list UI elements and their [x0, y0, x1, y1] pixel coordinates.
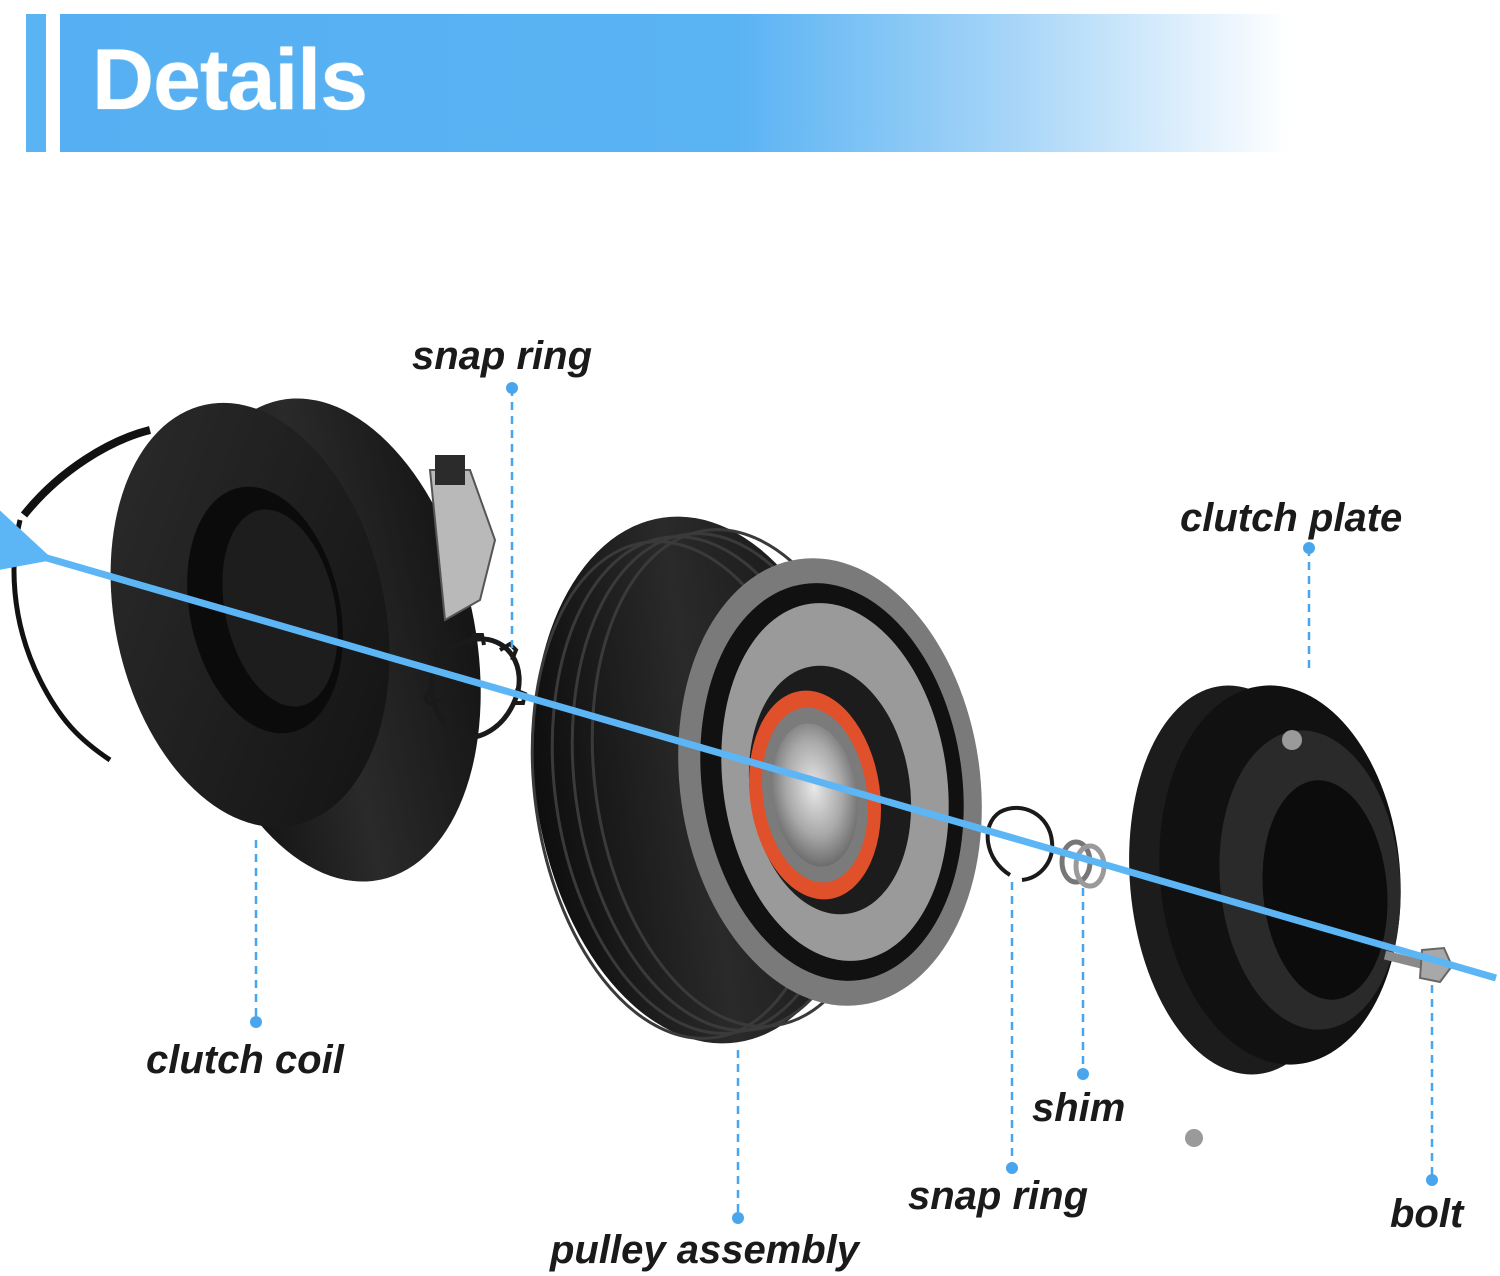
leader-dot-shim — [1077, 1068, 1089, 1080]
leader-dot-pulley-assembly — [732, 1212, 744, 1224]
label-snap-ring-bottom: snap ring — [908, 1174, 1089, 1218]
clutch-coil — [11, 398, 497, 882]
header-accent-bar — [26, 14, 46, 152]
leader-dot-clutch-coil — [250, 1016, 262, 1028]
page-title: Details — [92, 32, 368, 128]
label-bolt: bolt — [1390, 1192, 1464, 1236]
clutch-plate — [1129, 685, 1401, 1147]
label-snap-ring-top: snap ring — [412, 334, 593, 378]
label-pulley-assembly: pulley assembly — [550, 1228, 860, 1272]
header-banner — [60, 14, 1290, 152]
leader-dot-clutch-plate — [1303, 542, 1315, 554]
assembly-axis-line — [0, 506, 1497, 982]
snap-ring-bottom-part — [985, 805, 1055, 882]
pulley-assembly — [530, 516, 982, 1044]
label-shim: shim — [1032, 1086, 1126, 1130]
label-clutch-plate: clutch plate — [1180, 496, 1403, 540]
leader-dot-snap-ring-bottom — [1006, 1162, 1018, 1174]
leader-dot-bolt — [1426, 1174, 1438, 1186]
leader-dot-snap-ring-top — [506, 382, 518, 394]
label-clutch-coil: clutch coil — [146, 1038, 344, 1082]
